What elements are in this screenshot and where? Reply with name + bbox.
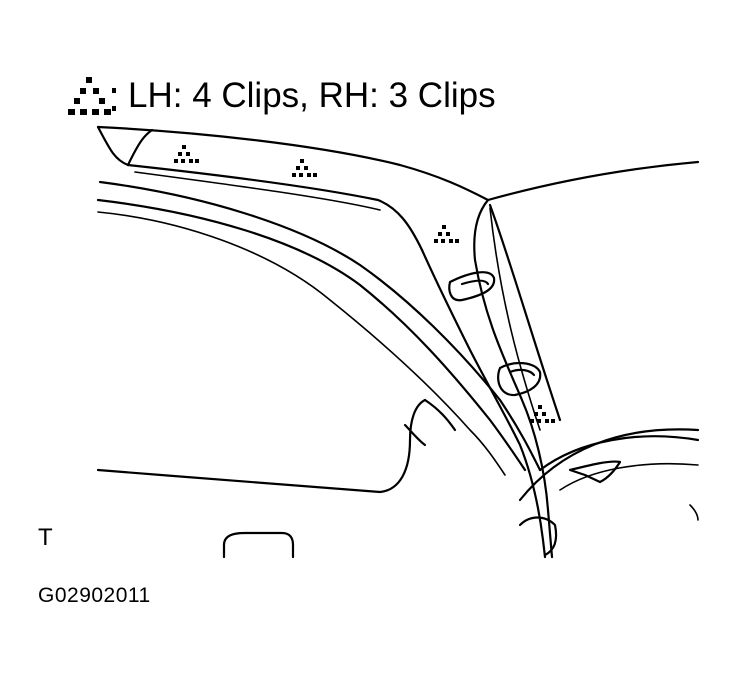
clip-mark-header-left bbox=[174, 145, 199, 163]
dotted-triangle-icon bbox=[68, 77, 116, 115]
clip-mark-pillar-upper bbox=[434, 225, 459, 243]
clip-mark-pillar-lower bbox=[530, 405, 555, 423]
legend-text: LH: 4 Clips, RH: 3 Clips bbox=[128, 76, 496, 115]
header-lower-line bbox=[126, 163, 424, 252]
legend: LH: 4 Clips, RH: 3 Clips bbox=[66, 74, 496, 118]
door-glass-edge bbox=[96, 398, 427, 494]
clip-mark-header-right bbox=[292, 159, 317, 177]
a-pillar-inner-edge bbox=[473, 198, 554, 559]
a-pillar-outer-edge bbox=[420, 248, 547, 559]
roof-edge-line bbox=[96, 125, 490, 202]
windshield-edge bbox=[98, 180, 542, 472]
view-code-label: T bbox=[38, 524, 53, 551]
figure-id: G02902011 bbox=[38, 584, 151, 607]
